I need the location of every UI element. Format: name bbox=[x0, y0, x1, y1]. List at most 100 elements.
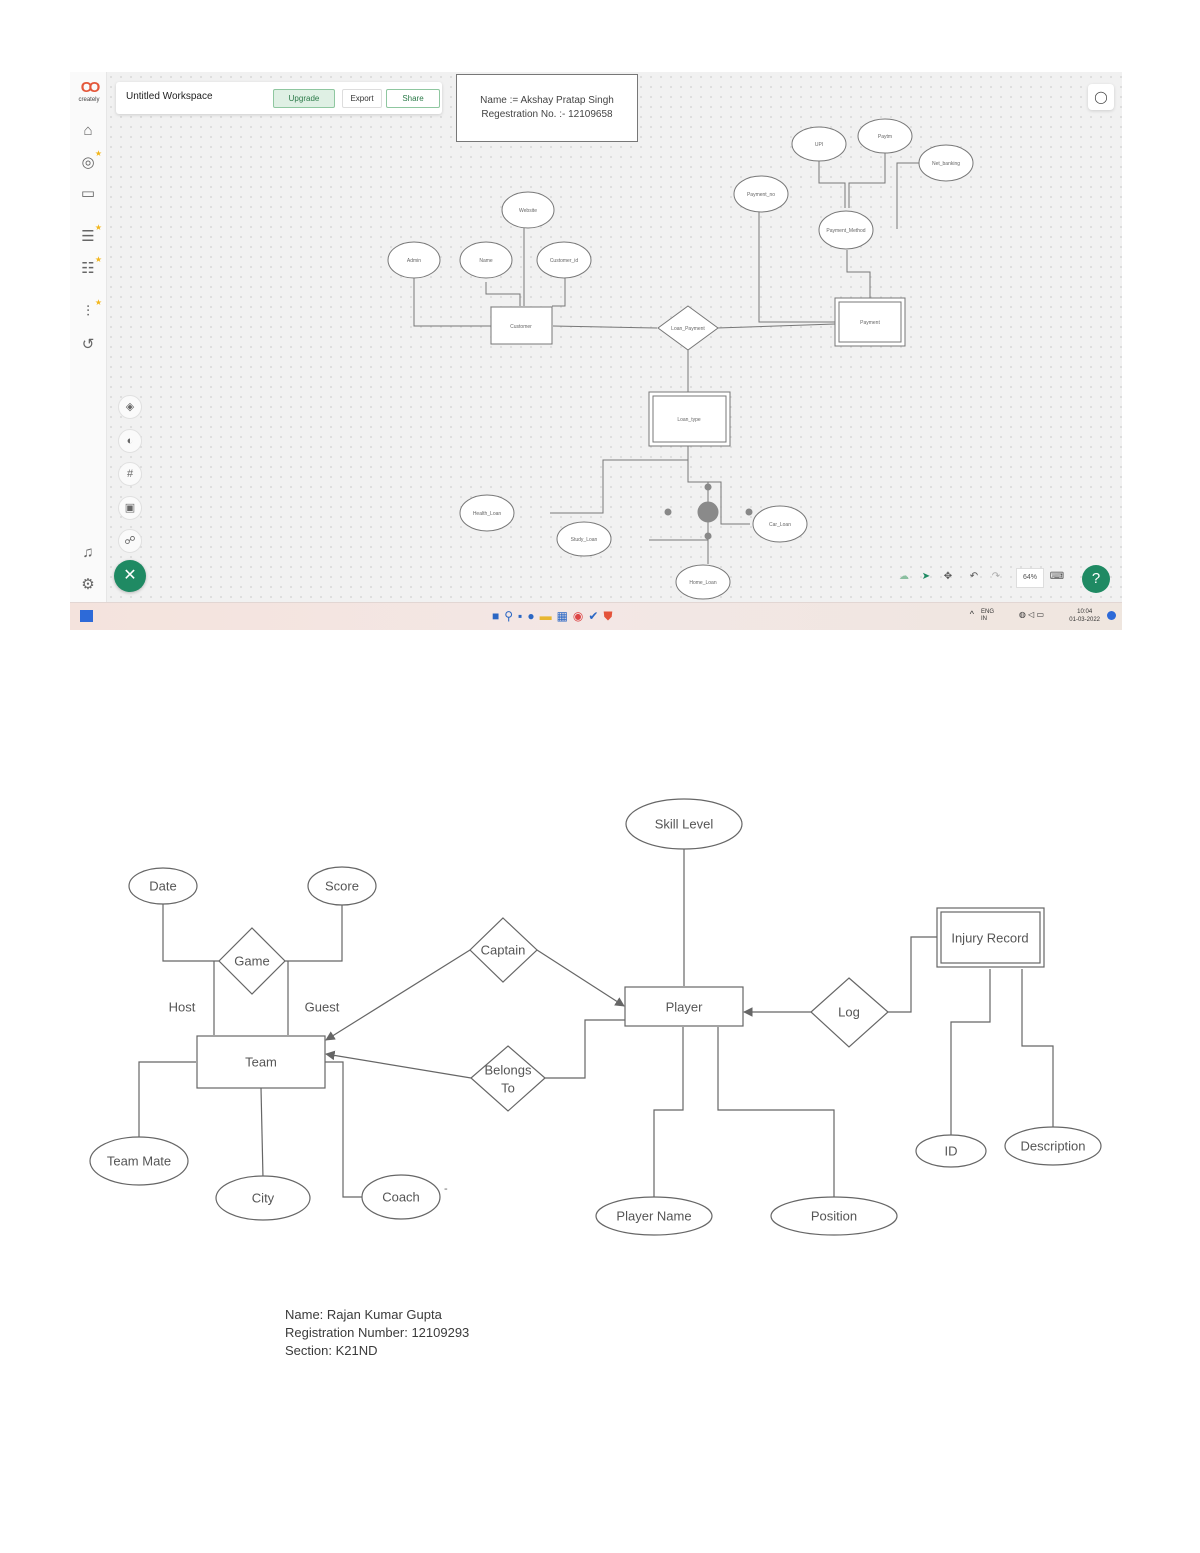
selection-handle[interactable] bbox=[704, 532, 712, 540]
screenshot-attr-net-banking[interactable] bbox=[918, 144, 974, 182]
attr-id[interactable] bbox=[915, 1134, 987, 1168]
cloud-icon[interactable]: ☁ bbox=[899, 571, 909, 582]
screenshot-attr-home-loan[interactable] bbox=[675, 564, 731, 600]
help-button[interactable]: ? bbox=[1082, 565, 1110, 593]
attr-player-name[interactable] bbox=[595, 1196, 713, 1236]
home-icon[interactable]: ⌂ bbox=[83, 122, 93, 139]
clock-time: 10:04 bbox=[1077, 609, 1093, 615]
selection-handle[interactable] bbox=[704, 483, 712, 491]
file-explorer-icon[interactable]: ▬ bbox=[539, 609, 557, 623]
screenshot-label-customer-id: Customer_id bbox=[550, 258, 579, 264]
os-taskbar: ■⚲▪●▬▦◉✔⛊ ENG IN 10:04 01-03-2022 ◍ ◁ ▭ … bbox=[70, 602, 1122, 630]
rel-log[interactable] bbox=[810, 977, 889, 1048]
chat-icon[interactable]: ● bbox=[527, 609, 540, 623]
apps-icon[interactable]: ☍ bbox=[118, 529, 142, 553]
screenshot-attr-name[interactable] bbox=[459, 241, 513, 279]
brave-icon[interactable]: ⛊ bbox=[603, 609, 618, 623]
label-coach: Coach bbox=[382, 1189, 420, 1204]
screenshot-entity-customer[interactable] bbox=[490, 306, 553, 345]
rel-captain[interactable] bbox=[469, 917, 538, 983]
task-view-icon[interactable]: ▪ bbox=[518, 609, 528, 623]
label-id: ID bbox=[945, 1143, 958, 1158]
screenshot-label-upi: UPI bbox=[815, 142, 823, 148]
pan-icon[interactable]: ✥ bbox=[943, 571, 953, 582]
screenshot-attr-customer-id[interactable] bbox=[536, 241, 592, 279]
label-score: Score bbox=[325, 878, 359, 893]
redo-icon[interactable]: ↷ bbox=[991, 571, 1001, 582]
entity-team[interactable] bbox=[196, 1035, 326, 1089]
filters-icon[interactable]: ⫶★ bbox=[86, 298, 102, 321]
screenshot-label-customer: Customer bbox=[510, 324, 532, 330]
store-icon[interactable]: ▦ bbox=[556, 609, 573, 623]
clock[interactable]: 10:04 01-03-2022 bbox=[1069, 608, 1100, 624]
screenshot-rel-loan-payment[interactable] bbox=[657, 305, 719, 351]
comment-icon[interactable]: ◯ bbox=[1088, 84, 1114, 110]
folder-icon[interactable]: ▭ bbox=[80, 185, 96, 202]
name-card[interactable]: Name := Akshay Pratap Singh Regestration… bbox=[456, 74, 638, 142]
compass-icon[interactable]: ◎★ bbox=[81, 149, 102, 172]
screenshot-label-payment-no: Payment_no bbox=[747, 192, 775, 198]
screenshot-attr-website[interactable] bbox=[501, 191, 555, 229]
screenshot-attr-paytm[interactable] bbox=[857, 118, 913, 154]
selection-handle[interactable] bbox=[697, 501, 719, 523]
language-code: ENG bbox=[980, 609, 994, 615]
share-button[interactable]: Share bbox=[386, 89, 440, 108]
attr-date[interactable] bbox=[128, 867, 198, 905]
attr-score[interactable] bbox=[307, 866, 377, 906]
frame-icon[interactable]: # bbox=[118, 462, 142, 486]
undo-icon[interactable]: ↶ bbox=[969, 571, 979, 582]
er-connectors bbox=[138, 849, 1054, 1198]
screenshot-attr-health-loan[interactable] bbox=[459, 494, 515, 532]
label-to: To bbox=[501, 1080, 515, 1095]
keyboard-icon[interactable]: ⌨ bbox=[1049, 571, 1065, 582]
selection-handle[interactable] bbox=[664, 508, 672, 516]
attr-skill-level[interactable] bbox=[625, 798, 743, 850]
gear-icon[interactable]: ⚙ bbox=[81, 576, 95, 593]
screenshot-attr-payment-no[interactable] bbox=[733, 175, 789, 213]
attr-team-mate[interactable] bbox=[89, 1136, 189, 1186]
database-icon[interactable]: ☷★ bbox=[81, 255, 102, 278]
app-logo[interactable]: CO creately bbox=[74, 80, 104, 106]
network-sound-battery-icons[interactable]: ◍ ◁ ▭ bbox=[1018, 610, 1044, 619]
screenshot-label-payment-method: Payment_Method bbox=[826, 228, 865, 234]
upgrade-button[interactable]: Upgrade bbox=[273, 89, 335, 108]
screenshot-attr-study-loan[interactable] bbox=[556, 521, 612, 557]
layers-icon[interactable]: ◈ bbox=[118, 395, 142, 419]
attr-position[interactable] bbox=[770, 1196, 898, 1236]
attr-coach[interactable] bbox=[361, 1174, 441, 1220]
label-host: Host bbox=[169, 999, 196, 1014]
shapes-icon[interactable]: ◐ bbox=[118, 429, 142, 453]
entity-player[interactable] bbox=[624, 986, 744, 1027]
todo-icon[interactable]: ✔ bbox=[588, 609, 604, 623]
rel-game[interactable] bbox=[218, 927, 286, 995]
attr-city[interactable] bbox=[215, 1175, 311, 1221]
close-menu-button[interactable]: ✕ bbox=[114, 560, 146, 592]
taskbar-apps[interactable]: ■⚲▪●▬▦◉✔⛊ bbox=[492, 608, 617, 624]
workspace-title[interactable]: Untitled Workspace bbox=[126, 91, 213, 102]
widgets-icon[interactable] bbox=[80, 610, 93, 622]
pointer-icon[interactable]: ➤ bbox=[921, 571, 931, 582]
rel-belongs-to[interactable] bbox=[470, 1045, 546, 1112]
search-icon[interactable]: ⚲ bbox=[504, 609, 519, 623]
templates-icon[interactable]: ☰★ bbox=[81, 223, 102, 246]
chevron-up-icon[interactable]: ^ bbox=[969, 609, 974, 619]
screenshot-attr-payment-method[interactable] bbox=[818, 210, 874, 250]
history-icon[interactable]: ↺ bbox=[81, 336, 95, 353]
bell-icon[interactable]: ♫ bbox=[82, 544, 94, 561]
chrome-icon[interactable]: ◉ bbox=[572, 609, 589, 623]
notification-icon[interactable] bbox=[1107, 611, 1116, 620]
attr-description[interactable] bbox=[1004, 1126, 1102, 1166]
windows-start-icon[interactable]: ■ bbox=[492, 609, 505, 623]
selection-handle[interactable] bbox=[745, 508, 753, 516]
export-button[interactable]: Export bbox=[342, 89, 382, 108]
screenshot-attr-upi[interactable] bbox=[791, 126, 847, 162]
premium-crown-icon: ★ bbox=[94, 255, 102, 264]
logo-mark-icon: CO bbox=[80, 79, 101, 96]
screenshot-attr-car-loan[interactable] bbox=[752, 505, 808, 543]
zoom-level[interactable]: 64% bbox=[1016, 568, 1044, 588]
stray-mark: - bbox=[444, 1183, 448, 1195]
logo-wordmark: creately bbox=[78, 97, 100, 103]
language-indicator[interactable]: ENG IN bbox=[981, 609, 994, 623]
screenshot-attr-admin[interactable] bbox=[387, 241, 441, 279]
image-icon[interactable]: ▣ bbox=[118, 496, 142, 520]
